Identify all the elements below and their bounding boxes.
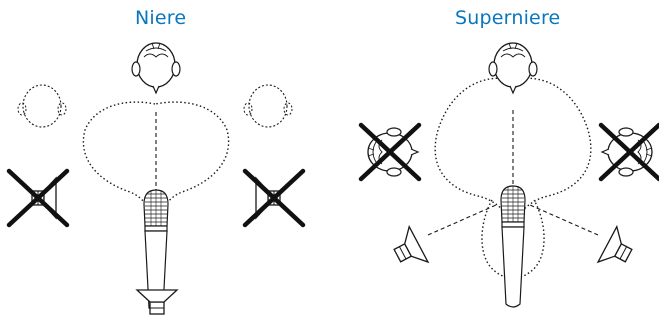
monitor-speaker-right-icon bbox=[597, 226, 639, 274]
speaker-axis-right bbox=[529, 204, 599, 236]
speaker-axis-left bbox=[427, 204, 497, 236]
panel-niere bbox=[9, 42, 303, 315]
singer-head-icon bbox=[488, 42, 538, 94]
off-axis-head-left-icon bbox=[17, 84, 67, 128]
supercardioid-pattern bbox=[434, 77, 592, 221]
monitor-speaker-left-icon bbox=[387, 226, 429, 274]
panel-superniere bbox=[361, 42, 659, 308]
off-axis-head-right-icon bbox=[243, 84, 293, 128]
singer-head-icon bbox=[131, 42, 181, 94]
microphone-icon bbox=[500, 185, 526, 308]
title-superniere: Superniere bbox=[455, 7, 561, 29]
rear-speaker-icon bbox=[136, 289, 178, 315]
reject-x-right-icon bbox=[245, 171, 303, 225]
title-niere: Niere bbox=[135, 7, 187, 29]
reject-x-left-icon bbox=[9, 171, 67, 225]
